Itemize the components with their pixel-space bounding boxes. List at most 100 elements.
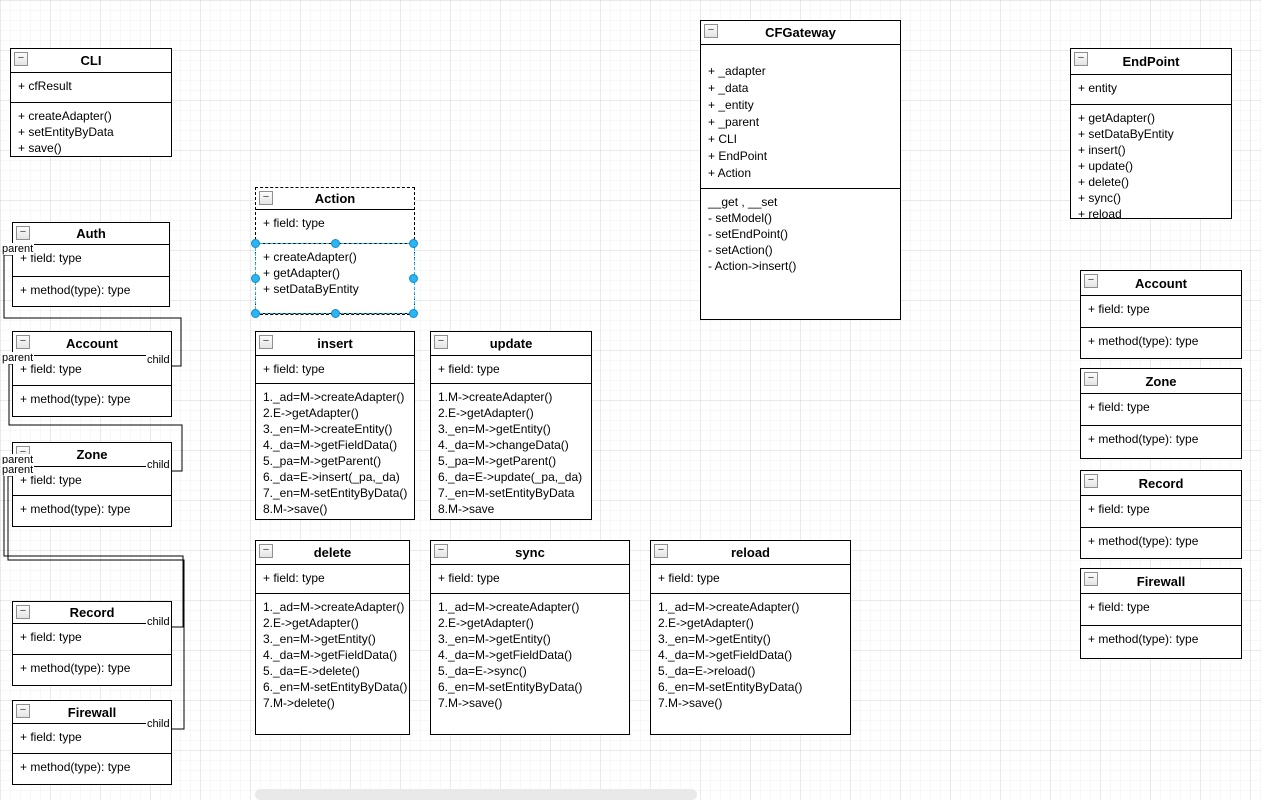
class-firewall-left[interactable]: −Firewall+ field: type+ method(type): ty…	[12, 700, 172, 785]
class-name: Zone	[76, 447, 108, 462]
edge-label-child[interactable]: child	[146, 616, 171, 628]
class-endpoint-compartment-1[interactable]: + getAdapter()+ setDataByEntity+ insert(…	[1071, 105, 1231, 218]
selection-handle[interactable]	[251, 274, 260, 283]
edge-account-zone[interactable]	[8, 363, 183, 472]
class-cfgateway[interactable]: −CFGateway+ _adapter+ _data+ _entity+ _p…	[700, 20, 901, 320]
selection-handle[interactable]	[409, 239, 418, 248]
class-reload-compartment-0[interactable]: + field: type	[651, 565, 850, 594]
member-line: 1._ad=M->createAdapter()	[658, 600, 800, 614]
edge-zone-firewall[interactable]	[7, 475, 185, 730]
edge-label-parent[interactable]: parent	[1, 243, 35, 255]
selection-handle[interactable]	[409, 274, 418, 283]
class-firewall-left-compartment-1[interactable]: + method(type): type	[13, 754, 171, 784]
collapse-minus-icon[interactable]: −	[16, 704, 30, 718]
class-account-right[interactable]: −Account+ field: type+ method(type): typ…	[1080, 270, 1242, 359]
class-insert-compartment-1[interactable]: 1._ad=M->createAdapter()2.E->getAdapter(…	[256, 384, 414, 519]
edge-label-parent[interactable]: parent	[1, 352, 35, 364]
collapse-minus-icon[interactable]: −	[16, 605, 30, 619]
class-cfgateway-compartment-0[interactable]: + _adapter+ _data+ _entity+ _parent+ CLI…	[701, 45, 900, 189]
class-zone-left-compartment-1[interactable]: + method(type): type	[13, 496, 171, 526]
edge-label-parent[interactable]: parent	[1, 464, 35, 476]
edge-label-child[interactable]: child	[146, 459, 171, 471]
collapse-minus-icon[interactable]: −	[1084, 274, 1098, 288]
collapse-minus-icon[interactable]: −	[1084, 372, 1098, 386]
class-insert-compartment-0[interactable]: + field: type	[256, 356, 414, 384]
collapse-minus-icon[interactable]: −	[259, 191, 273, 205]
collapse-minus-icon[interactable]: −	[704, 24, 718, 38]
collapse-minus-icon[interactable]: −	[259, 335, 273, 349]
class-endpoint[interactable]: −EndPoint+ entity+ getAdapter()+ setData…	[1070, 48, 1232, 219]
class-update-compartment-1[interactable]: 1.M->createAdapter()2.E->getAdapter()3._…	[431, 384, 591, 519]
selection-handle[interactable]	[331, 309, 340, 318]
class-zone-right-compartment-0[interactable]: + field: type	[1081, 394, 1241, 426]
selection-handle[interactable]	[251, 239, 260, 248]
collapse-minus-icon[interactable]: −	[16, 226, 30, 240]
collapse-minus-icon[interactable]: −	[434, 544, 448, 558]
class-name: update	[489, 336, 533, 351]
class-delete-compartment-0[interactable]: + field: type	[256, 565, 409, 594]
selection-handle[interactable]	[409, 309, 418, 318]
collapse-minus-icon[interactable]: −	[259, 544, 273, 558]
class-update-compartment-0[interactable]: + field: type	[431, 356, 591, 384]
class-cfgateway-compartment-1[interactable]: __get , __set- setModel()- setEndPoint()…	[701, 189, 900, 319]
class-firewall-right[interactable]: −Firewall+ field: type+ method(type): ty…	[1080, 568, 1242, 659]
class-endpoint-compartment-0[interactable]: + entity	[1071, 75, 1231, 105]
class-delete-compartment-1[interactable]: 1._ad=M->createAdapter()2.E->getAdapter(…	[256, 594, 409, 734]
edge-label-parent[interactable]: parent	[1, 454, 35, 466]
class-record-right[interactable]: −Record+ field: type+ method(type): type	[1080, 470, 1242, 559]
class-cli[interactable]: −CLI+ cfResult+ createAdapter()+ setEnti…	[10, 48, 172, 157]
member-line: 7.M->save()	[438, 696, 503, 710]
class-auth-compartment-0[interactable]: + field: type	[13, 245, 169, 277]
class-account-left-compartment-0[interactable]: + field: type	[13, 356, 171, 386]
selection-handle[interactable]	[331, 239, 340, 248]
class-reload-compartment-1[interactable]: 1._ad=M->createAdapter()2.E->getAdapter(…	[651, 594, 850, 734]
collapse-minus-icon[interactable]: −	[1074, 52, 1088, 66]
class-record-right-compartment-0[interactable]: + field: type	[1081, 496, 1241, 528]
class-zone-right[interactable]: −Zone+ field: type+ method(type): type	[1080, 368, 1242, 459]
class-account-left[interactable]: −Account+ field: type+ method(type): typ…	[12, 331, 172, 417]
edge-label-child[interactable]: child	[146, 718, 171, 730]
collapse-minus-icon[interactable]: −	[434, 335, 448, 349]
class-title-bar: −CLI	[11, 49, 171, 73]
collapse-minus-icon[interactable]: −	[14, 52, 28, 66]
collapse-minus-icon[interactable]: −	[654, 544, 668, 558]
class-name: Record	[69, 605, 115, 620]
class-account-right-compartment-0[interactable]: + field: type	[1081, 296, 1241, 328]
collapse-minus-icon[interactable]: −	[16, 335, 30, 349]
edge-auth-account[interactable]	[3, 254, 182, 367]
horizontal-scrollbar[interactable]	[255, 789, 697, 800]
class-zone-right-compartment-1[interactable]: + method(type): type	[1081, 426, 1241, 458]
class-firewall-left-compartment-0[interactable]: + field: type	[13, 724, 171, 754]
class-firewall-right-compartment-0[interactable]: + field: type	[1081, 594, 1241, 626]
class-record-left[interactable]: − Record + field: type+ method(type): type	[12, 601, 172, 686]
edge-label-child[interactable]: child	[146, 354, 171, 366]
class-account-right-compartment-1[interactable]: + method(type): type	[1081, 328, 1241, 358]
member-line: + _entity	[708, 98, 754, 112]
member-line: + field: type	[658, 571, 720, 585]
class-record-right-compartment-1[interactable]: + method(type): type	[1081, 528, 1241, 558]
class-account-left-compartment-1[interactable]: + method(type): type	[13, 386, 171, 416]
class-action-compartment-1[interactable]: + createAdapter()+ getAdapter()+ setData…	[256, 244, 414, 314]
class-record-left-compartment-1[interactable]: + method(type): type	[13, 655, 171, 685]
class-cli-compartment-0[interactable]: + cfResult	[11, 73, 171, 103]
collapse-minus-icon[interactable]: −	[1084, 572, 1098, 586]
class-zone-left[interactable]: −Zone+ field: type+ method(type): type	[12, 442, 172, 527]
collapse-minus-icon[interactable]: −	[1084, 474, 1098, 488]
selection-handle[interactable]	[251, 309, 260, 318]
class-sync-compartment-1[interactable]: 1._ad=M->createAdapter()2.E->getAdapter(…	[431, 594, 629, 734]
class-cli-compartment-1[interactable]: + createAdapter()+ setEntityByData+ save…	[11, 103, 171, 156]
class-firewall-right-compartment-1[interactable]: + method(type): type	[1081, 626, 1241, 658]
class-record-left-compartment-0[interactable]: + field: type	[13, 624, 171, 655]
class-auth[interactable]: −Auth+ field: type+ method(type): type	[12, 222, 170, 307]
class-zone-left-compartment-0[interactable]: + field: type	[13, 467, 171, 496]
class-action[interactable]: −Action+ field: type+ createAdapter()+ g…	[251, 187, 418, 318]
class-sync-compartment-0[interactable]: + field: type	[431, 565, 629, 594]
class-auth-compartment-1[interactable]: + method(type): type	[13, 277, 169, 306]
member-line: + field: type	[263, 216, 325, 230]
